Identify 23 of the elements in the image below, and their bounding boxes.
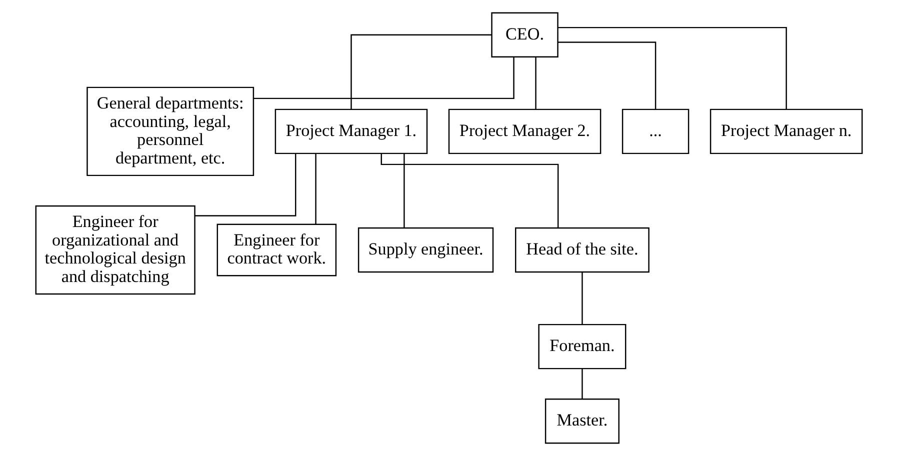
connector [558,26,787,110]
connector [194,154,296,216]
connector [350,34,492,110]
node-box: Supply engineer. [358,227,494,273]
connector [582,272,583,324]
node-box: Project Manager 1. [274,108,428,154]
node-box: Project Manager 2. [448,108,602,154]
connector [315,154,316,224]
connector [582,368,583,399]
node-box: Master. [544,398,620,444]
connector [404,154,405,228]
node-box: CEO. [491,12,558,58]
connector [380,154,559,228]
node-box: Head of the site. [515,227,650,273]
connector [558,42,656,110]
node-box: ... [622,108,690,154]
node-box: Foreman. [538,324,626,370]
node-box: Project Manager n. [710,108,863,154]
connector [253,57,514,100]
node-box: General departments: accounting, legal, personnel department, etc. [86,86,254,176]
node-box: Engineer for organizational and technological design and dispatching [35,205,196,295]
connector [535,57,536,110]
node-box: Engineer for contract work. [216,224,337,276]
